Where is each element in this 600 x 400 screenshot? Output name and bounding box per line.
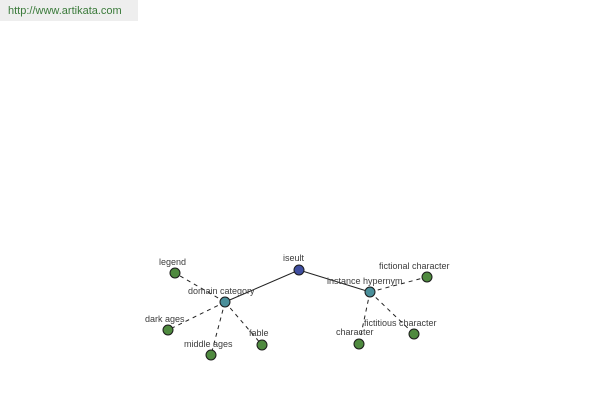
node-fictional-character[interactable]: [421, 271, 433, 283]
nodes-layer: [162, 264, 433, 361]
label-middle-ages: middle ages: [184, 339, 233, 349]
edge-instance-hypernym-fictitious-character: [369, 291, 415, 335]
node-middle-ages[interactable]: [205, 349, 217, 361]
labels-layer: iseult domain category legend dark ages midd…: [145, 253, 450, 349]
edge-instance-hypernym-fictional-character: [369, 276, 428, 293]
label-iseult: iseult: [283, 253, 305, 263]
edges-layer: [167, 269, 428, 356]
node-legend[interactable]: [169, 267, 181, 279]
node-instance-hypernym[interactable]: [364, 286, 376, 298]
source-link[interactable]: http://www.artikata.com: [8, 5, 122, 17]
edge-iseult-instance-hypernym: [298, 269, 371, 293]
edge-domain-category-middle-ages: [210, 301, 226, 356]
node-fable[interactable]: [256, 339, 268, 351]
label-fable: fable: [249, 328, 269, 338]
node-domain-category[interactable]: [219, 296, 231, 308]
label-dark-ages: dark ages: [145, 314, 185, 324]
edge-instance-hypernym-character: [358, 291, 371, 345]
node-fictitious-character[interactable]: [408, 328, 420, 340]
edge-iseult-domain-category: [224, 269, 300, 303]
label-fictional-character: fictional character: [379, 261, 450, 271]
edge-domain-category-dark-ages: [167, 301, 226, 331]
label-domain-category: domain category: [188, 286, 255, 296]
edge-domain-category-fable: [224, 301, 263, 346]
label-character: character: [336, 327, 374, 337]
node-dark-ages[interactable]: [162, 324, 174, 336]
edge-domain-category-legend: [174, 272, 226, 303]
label-legend: legend: [159, 257, 186, 267]
node-iseult[interactable]: [293, 264, 305, 276]
label-fictitious-character: fictitious character: [364, 318, 437, 328]
source-banner: http://www.artikata.com: [0, 0, 138, 21]
node-character[interactable]: [353, 338, 365, 350]
label-instance-hypernym: instance hypernym: [327, 276, 403, 286]
